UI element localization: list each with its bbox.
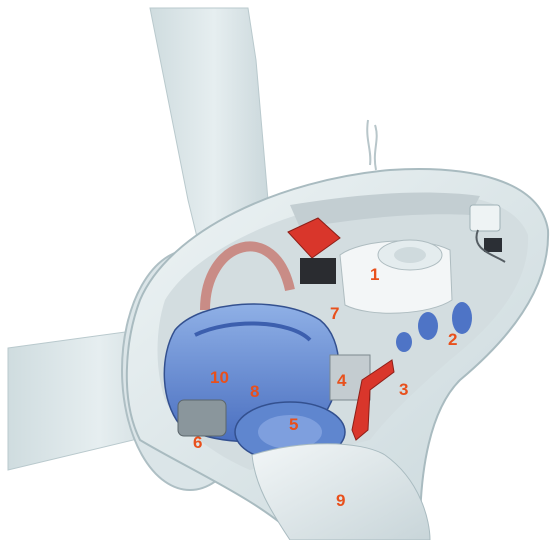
label-2: 2	[448, 331, 457, 348]
label-9: 9	[336, 492, 345, 509]
label-4: 4	[337, 372, 346, 389]
control-unit-c	[396, 332, 412, 352]
label-1: 1	[370, 266, 379, 283]
label-7: 7	[330, 305, 339, 322]
label-5: 5	[289, 416, 298, 433]
generator-core	[394, 247, 426, 263]
gear-housing-lower	[178, 400, 226, 436]
dark-box-right	[484, 238, 502, 252]
label-8: 8	[250, 383, 259, 400]
cabinet-top-right	[470, 205, 500, 231]
control-unit-a	[418, 312, 438, 340]
sensor-mast	[367, 120, 376, 170]
dark-unit-top	[300, 258, 336, 284]
label-3: 3	[399, 381, 408, 398]
label-6: 6	[193, 434, 202, 451]
label-10: 10	[210, 369, 229, 386]
